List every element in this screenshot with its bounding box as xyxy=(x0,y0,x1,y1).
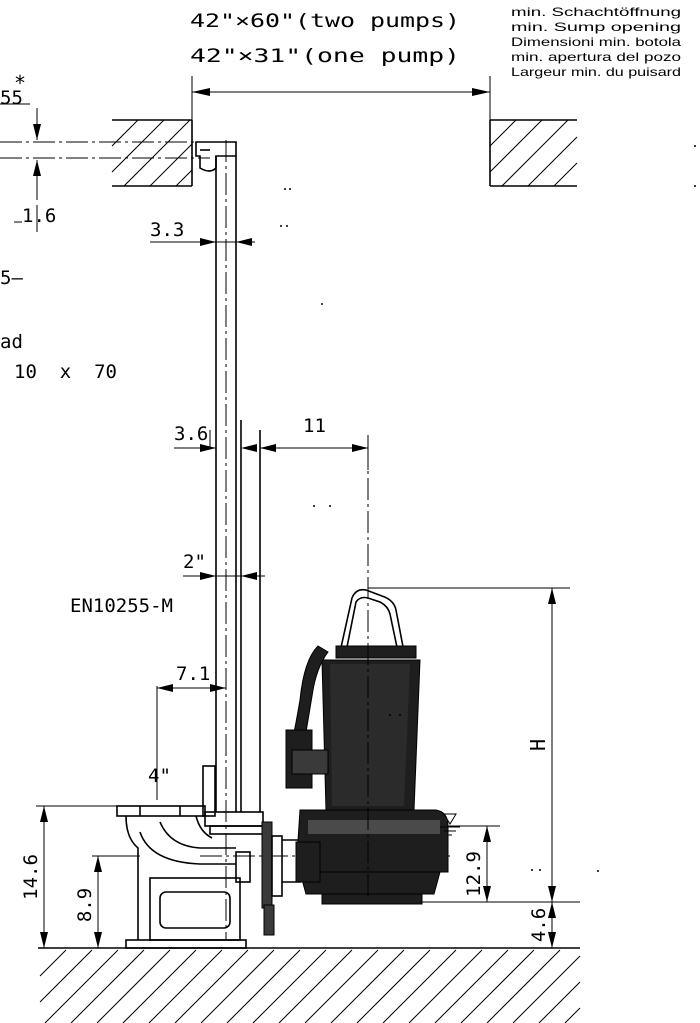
water-level-triangle-icon xyxy=(440,813,500,836)
discharge-pipe xyxy=(215,140,237,940)
opening-width-dimension xyxy=(191,76,491,120)
opening-two-pumps-label: 42"×60"(two pumps) xyxy=(190,10,460,32)
hatch-line xyxy=(96,949,171,1023)
rail-to-pump-label: 11 xyxy=(303,415,326,437)
left-dash-label: 5– xyxy=(0,267,23,289)
hatch-line xyxy=(330,949,405,1023)
hatch-line xyxy=(527,136,578,187)
pipe-offset-label: 3.6 xyxy=(174,423,208,445)
hatch-line xyxy=(486,949,561,1023)
hatch-line xyxy=(278,949,353,1023)
elbow-offset-dimension: 7.1 xyxy=(156,663,226,800)
asterisk-mark: * xyxy=(14,71,26,95)
legend-line: Largeur min. du puisard xyxy=(511,65,681,79)
drafting-dots xyxy=(280,145,696,872)
water-level-label: 12.9 xyxy=(463,851,485,897)
outlet-height-dimension: 8.9 xyxy=(74,855,140,948)
base-height-dimension: 4.6 xyxy=(420,901,580,948)
hatch-line xyxy=(434,949,509,1023)
hatch-line xyxy=(512,955,581,1023)
hatch-line xyxy=(174,949,249,1023)
legend-line: min. apertura del pozo xyxy=(511,50,681,64)
pipe-offset-dimension: 3.6 11 xyxy=(174,415,369,470)
hatch-line xyxy=(553,162,578,187)
pump-coupling xyxy=(261,821,301,936)
hatch-line xyxy=(39,949,67,977)
hatch-line xyxy=(122,949,197,1023)
pump-height-dimension: H xyxy=(368,587,570,902)
left-small-dimension: 1.6 xyxy=(22,205,56,227)
pipe-offset-top-label: 3.3 xyxy=(150,219,184,241)
hatch-line xyxy=(501,119,569,187)
base-height-label: 4.6 xyxy=(528,908,550,942)
total-height-dimension: 14.6 xyxy=(20,805,120,948)
guide-rail xyxy=(240,420,261,812)
hatch-line xyxy=(356,949,431,1023)
pipe-offset-top-dimension: 3.3 xyxy=(150,219,255,246)
hatch-line xyxy=(70,949,145,1023)
pipe-standard-label: EN10255-M xyxy=(70,595,173,617)
hatch-line xyxy=(382,949,457,1023)
hatch-line xyxy=(460,949,535,1023)
hatch-line xyxy=(39,949,93,1003)
hatch-line xyxy=(489,119,517,147)
hatch-line xyxy=(44,949,119,1023)
hatch-line xyxy=(489,119,543,173)
opening-one-pump-label: 42"×31"(one pump) xyxy=(190,45,460,67)
hatch-line xyxy=(538,981,581,1023)
total-height-label: 14.6 xyxy=(20,854,42,900)
left-cut-annotations: 55 * 1.6 5– ad 10 x 70 xyxy=(0,71,210,383)
hatch-line xyxy=(564,1007,581,1023)
bolt-size-label: 10 x 70 xyxy=(14,361,117,383)
left-ad-label: ad xyxy=(0,331,23,353)
elbow-size-label: 4" xyxy=(148,765,171,787)
outlet-height-label: 8.9 xyxy=(74,888,96,922)
hatch-line xyxy=(200,949,275,1023)
opening-legend: min. Schachtöffnung min. Sump opening Di… xyxy=(511,5,681,79)
pipe-size-dimension: 2" xyxy=(183,551,265,580)
hatch-line xyxy=(123,119,191,187)
top-slab xyxy=(111,119,578,187)
hatch-line xyxy=(252,949,327,1023)
hatch-line xyxy=(408,949,483,1023)
submersible-pump-icon xyxy=(285,588,449,905)
legend-line: Dimensioni min. botola xyxy=(511,35,681,49)
hatch-line xyxy=(226,949,301,1023)
legend-line: min. Sump opening xyxy=(511,20,681,34)
pipe-size-label: 2" xyxy=(183,551,206,573)
hatch-line xyxy=(175,169,193,187)
water-level-dimension: 12.9 xyxy=(463,826,491,902)
floor-slab xyxy=(38,947,581,1023)
hatch-line xyxy=(304,949,379,1023)
pipe-top-coupling xyxy=(195,141,237,172)
legend-line: min. Schachtöffnung xyxy=(511,5,681,19)
hatch-line xyxy=(148,949,223,1023)
pump-height-label: H xyxy=(526,739,550,751)
hatch-line xyxy=(111,119,165,173)
hatch-line xyxy=(149,143,193,187)
elbow-offset-label: 7.1 xyxy=(176,663,210,685)
